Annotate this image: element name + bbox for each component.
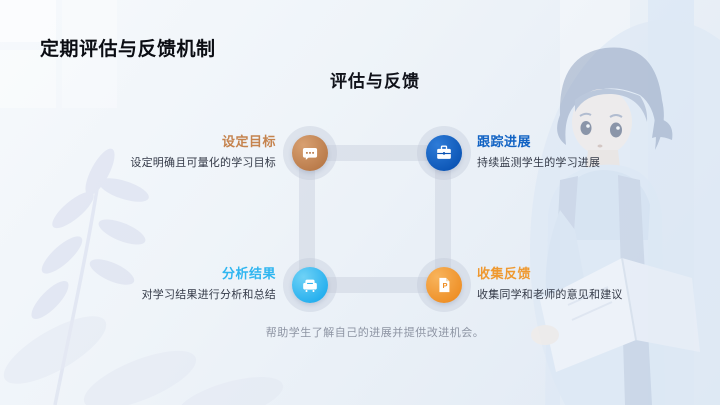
node-description: 设定明确且可量化的学习目标 — [130, 157, 276, 169]
caption: 帮助学生了解自己的进展并提供改进机会。 — [265, 327, 485, 339]
node-label: 设定目标 — [221, 134, 276, 149]
document-p-icon: P — [426, 267, 462, 303]
node-analyze-results-text: 分析结果 对学习结果进行分析和总结 — [90, 263, 276, 302]
node-collect-feedback-text: 收集反馈 收集同学和老师的意见和建议 — [477, 263, 667, 302]
connector-line-left — [299, 145, 315, 293]
connector-line-top — [299, 145, 451, 161]
diagram-heading: 评估与反馈 — [330, 72, 420, 91]
sofa-icon — [292, 267, 328, 303]
node-analyze-results-marker — [283, 258, 337, 312]
node-label: 跟踪进展 — [477, 134, 532, 149]
node-description: 收集同学和老师的意见和建议 — [477, 289, 623, 301]
connector-line-right — [435, 145, 451, 293]
node-description: 对学习结果进行分析和总结 — [141, 289, 276, 301]
chat-dots-icon — [292, 135, 328, 171]
node-track-progress-marker — [417, 126, 471, 180]
node-label: 收集反馈 — [477, 266, 532, 281]
node-collect-feedback-marker: P — [417, 258, 471, 312]
node-set-goals-text: 设定目标 设定明确且可量化的学习目标 — [90, 131, 276, 170]
node-track-progress-text: 跟踪进展 持续监测学生的学习进展 — [477, 131, 667, 170]
svg-text:P: P — [443, 281, 448, 290]
node-set-goals-marker — [283, 126, 337, 180]
node-label: 分析结果 — [221, 266, 276, 281]
slide-title: 定期评估与反馈机制 — [40, 39, 216, 60]
node-description: 持续监测学生的学习进展 — [477, 157, 601, 169]
connector-line-bottom — [299, 277, 451, 293]
briefcase-icon — [426, 135, 462, 171]
